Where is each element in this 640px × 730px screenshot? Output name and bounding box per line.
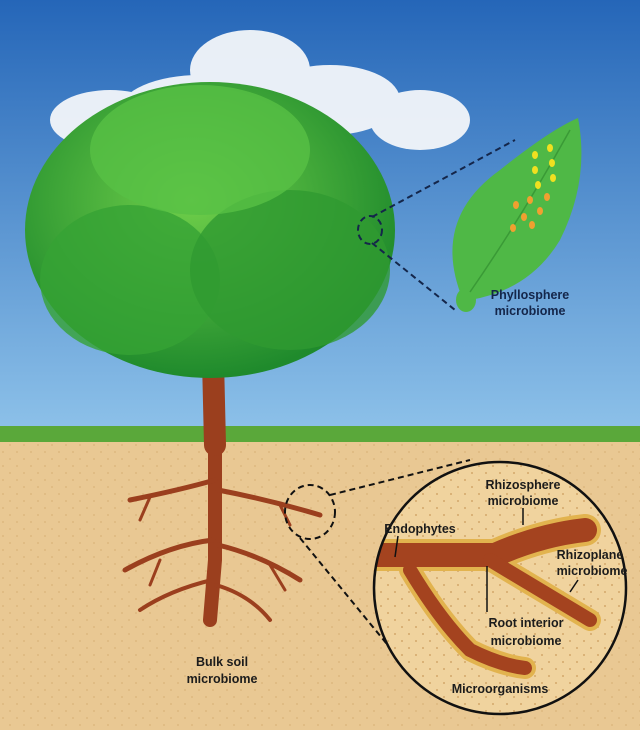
bulk-soil-label-line2: microbiome [187, 672, 258, 686]
grass [0, 426, 640, 442]
leaf-callout-lines [357, 139, 516, 311]
root-interior-label-line1: Root interior [489, 616, 564, 630]
microorganisms-label: Microorganisms [452, 682, 549, 696]
leaf-microbes [510, 144, 556, 232]
roots [122, 433, 323, 627]
phyllosphere-label-line1: Phyllosphere [491, 288, 570, 302]
tree-canopy [25, 82, 395, 378]
root-callout-lines [284, 459, 471, 661]
bulk-soil-label-line1: Bulk soil [196, 655, 248, 669]
root-interior-label-line2: microbiome [491, 634, 562, 648]
label-pointers [394, 508, 579, 612]
leaf-magnified [452, 118, 582, 312]
rhizosphere-label-line1: Rhizosphere [485, 478, 560, 492]
root-magnified-circle [372, 460, 628, 716]
rhizoplane-label-line2: microbiome [557, 564, 628, 578]
rhizosphere-label-line2: microbiome [488, 494, 559, 508]
endophytes-label: Endophytes [384, 522, 456, 536]
rhizoplane-label-line1: Rhizoplane [557, 548, 624, 562]
phyllosphere-label-line2: microbiome [495, 304, 566, 318]
